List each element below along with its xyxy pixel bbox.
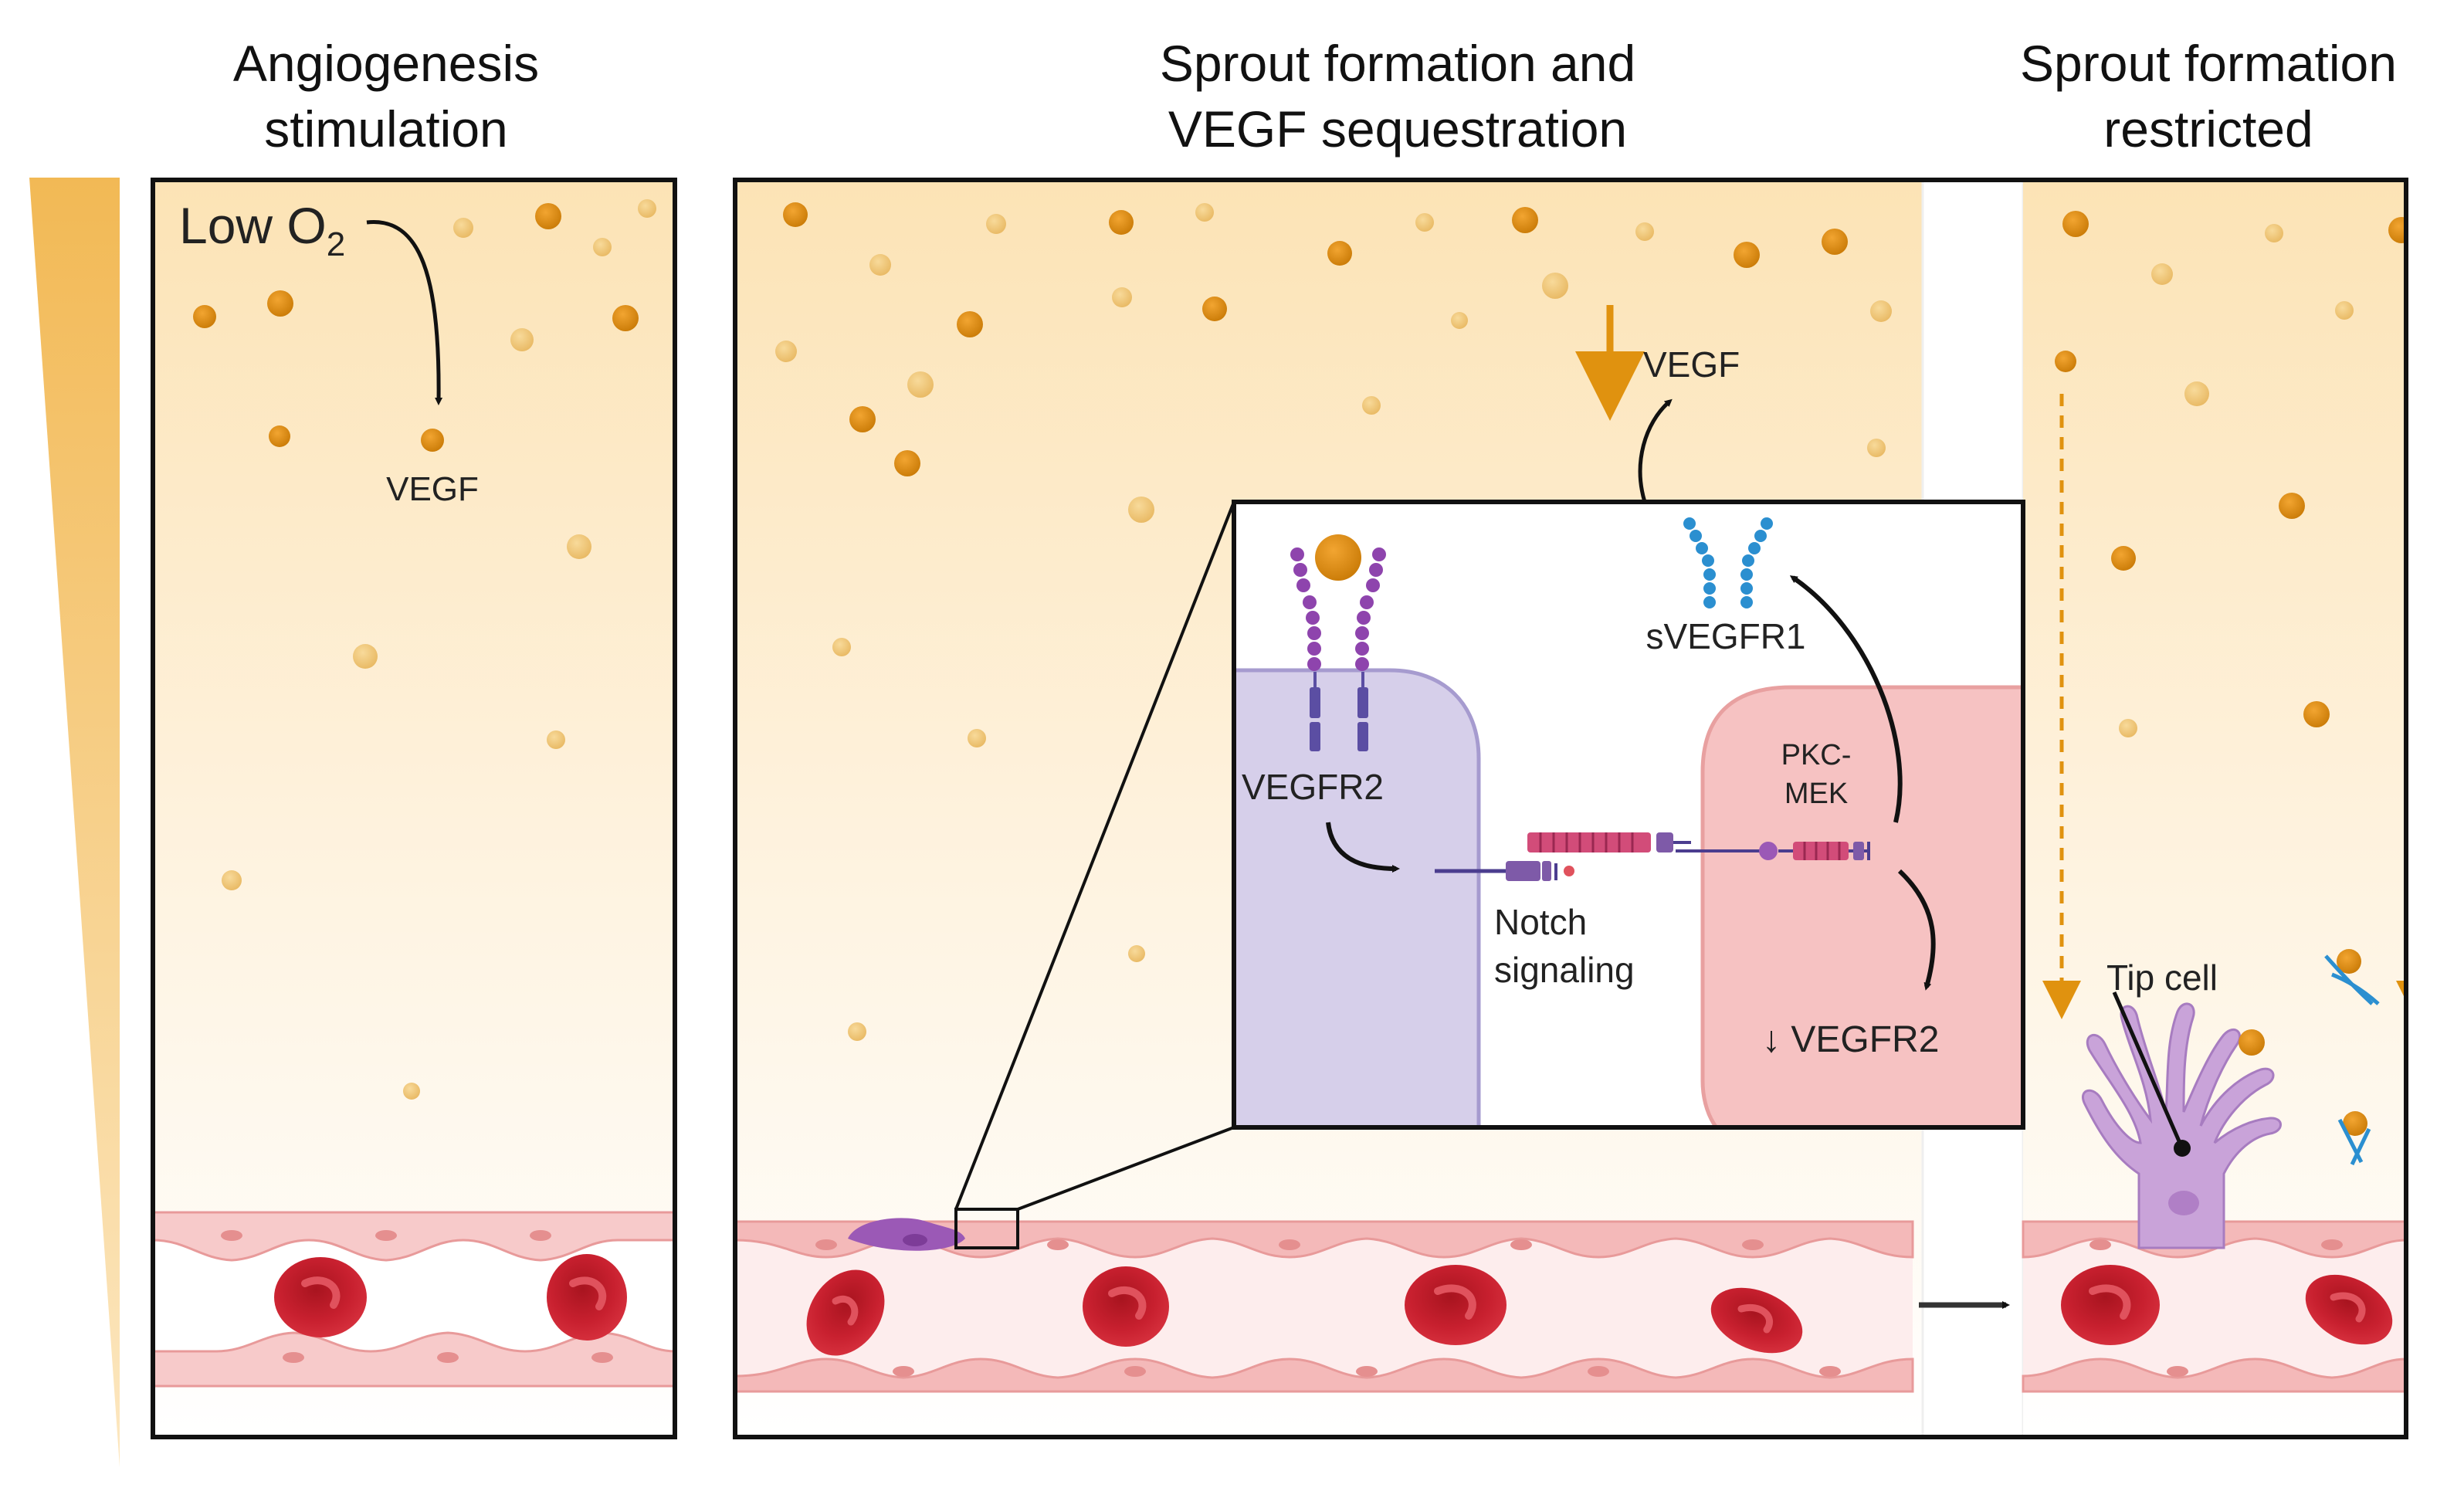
tip-cell-label: Tip cell	[2106, 958, 2218, 998]
pkc-mek-cell	[1700, 685, 2023, 1127]
pkc-mek-label-line2: MEK	[1784, 778, 1848, 810]
red-blood-cell	[1405, 1265, 1507, 1345]
red-blood-cell	[2061, 1265, 2160, 1345]
vegf-label-left: VEGF	[386, 470, 479, 508]
vegf-particles-right	[2055, 211, 2406, 737]
red-blood-cell	[2305, 1274, 2393, 1345]
signaling-inset: VEGFR2	[954, 398, 2025, 1211]
red-blood-cell	[806, 1269, 885, 1356]
inset-frame	[1232, 500, 2025, 1130]
zoom-region-box	[954, 1208, 1019, 1249]
vegf-particles-left	[193, 199, 656, 1100]
vegfr2-label: VEGFR2	[1242, 767, 1384, 807]
vegf-label-middle: VEGF	[1643, 344, 1740, 385]
right-panel-title-line2: restricted	[2103, 100, 2313, 158]
left-panel: Low O2 VEGF	[151, 178, 677, 1439]
red-blood-cell	[547, 1254, 627, 1341]
left-panel-title-line2: stimulation	[264, 100, 507, 158]
svegfr1-label: sVEGFR1	[1645, 616, 1805, 656]
svegfr1-icon	[1683, 517, 1773, 608]
tip-cell	[2082, 991, 2282, 1249]
middle-panel-title: Sprout formation and	[1160, 35, 1635, 92]
oxygen-gradient-wedge	[29, 178, 120, 1467]
low-oxygen-arrow	[366, 219, 443, 405]
activated-endothelial-cell	[848, 1218, 965, 1251]
pkc-mek-label: PKC-	[1781, 739, 1852, 771]
svegfr1-release-arrow	[1638, 398, 1673, 503]
low-oxygen-label: Low O2	[179, 197, 345, 263]
left-panel-title: Angiogenesis	[233, 35, 539, 92]
notch-signaling-label-line2: signaling	[1494, 950, 1635, 990]
notch-signaling-label: Notch	[1494, 902, 1587, 942]
svegfr1-vegf-complex	[2324, 949, 2380, 1166]
vegfr2-downregulation-arrow	[1897, 869, 1936, 991]
red-blood-cell	[1083, 1266, 1169, 1347]
vegfr2-receptor-icon	[1290, 534, 1386, 751]
left-panel-frame	[151, 178, 677, 1439]
notch-receptor-icon	[1527, 832, 1870, 860]
right-panel-title: Sprout formation	[2020, 35, 2397, 92]
vegf-particles-middle	[775, 202, 1892, 1041]
blood-vessel-middle	[735, 1208, 1914, 1393]
pkc-to-svegfr1-arrow	[1789, 575, 1903, 823]
blood-vessel-right	[2022, 1220, 2406, 1393]
vegfr2-expressing-cell	[1234, 668, 1481, 1127]
middle-right-panel-frame	[733, 178, 2408, 1439]
vegf-molecule	[421, 429, 444, 452]
notch-ligand-icon	[1435, 861, 1574, 881]
vegfr2-to-notch-arrow	[1326, 822, 1400, 873]
blood-vessel-left	[153, 1211, 675, 1388]
middle-panel-title-line2: VEGF sequestration	[1168, 100, 1627, 158]
red-blood-cell	[274, 1257, 367, 1337]
red-blood-cell	[1710, 1287, 1803, 1354]
vegfr2-decrease-label: ↓ VEGFR2	[1762, 1019, 1939, 1060]
